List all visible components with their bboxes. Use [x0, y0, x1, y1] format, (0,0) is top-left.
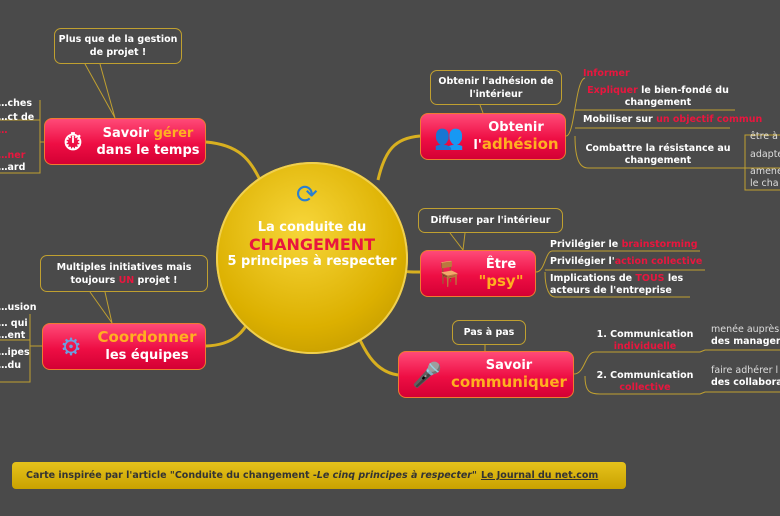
- center-line2: CHANGEMENT: [248, 235, 376, 254]
- psy-b: "psy": [478, 272, 524, 290]
- comm-b: communiquer: [451, 373, 567, 391]
- l3b: TOUS: [635, 273, 665, 284]
- leaf-coord-2: … qui: [0, 318, 28, 329]
- footer-italic: Le cinq principes à respecter: [316, 470, 472, 481]
- comm1-s: menée auprès: [711, 324, 780, 335]
- node-etre-psy[interactable]: 🪑 Être"psy": [420, 250, 536, 297]
- comm-a: Savoir: [485, 358, 533, 373]
- callout-gerer: Plus que de la gestion de projet !: [54, 28, 182, 64]
- leaf-combattre: Combattre la résistance au changement: [585, 143, 731, 166]
- adhesion-c: adhésion: [481, 135, 559, 153]
- callout-psy: Diffuser par l'intérieur: [418, 208, 563, 233]
- leaf-expliquer-red: Expliquer: [587, 85, 638, 96]
- central-topic[interactable]: La conduite du CHANGEMENT 5 principes à …: [216, 162, 408, 354]
- leaf-gerer-4: …ner: [0, 150, 26, 161]
- refresh-icon: ⟳: [296, 180, 318, 210]
- footer-link[interactable]: Le Journal du net.com: [480, 470, 599, 481]
- coord-call-b: UN: [118, 274, 135, 286]
- footer-text: Carte inspirée par l'article "Conduite d…: [26, 470, 317, 481]
- couch-icon: 🪑: [434, 259, 464, 288]
- leaf-coord-4: …ipes: [0, 347, 30, 358]
- leaf-mobiliser-red: un objectif commun: [656, 114, 763, 125]
- l3a: Implications de: [550, 273, 636, 284]
- leaf-sub-1: être à: [750, 131, 778, 142]
- callout-adhesion: Obtenir l'adhésion de l'intérieur: [430, 70, 562, 105]
- psy-a: Être: [485, 257, 517, 272]
- footer-quote: ": [472, 470, 477, 481]
- coord-b: les équipes: [105, 348, 189, 363]
- l2b: action collective: [614, 256, 703, 267]
- leaf-coord-3: …ent: [0, 330, 26, 341]
- people-icon: 👥: [434, 122, 464, 151]
- comm1: 1. Communication: [596, 329, 694, 340]
- speaker-icon: 🎤: [412, 360, 442, 389]
- comm1-red: individuelle: [613, 341, 677, 352]
- comm2: 2. Communication: [596, 370, 694, 381]
- center-line3: 5 principes à respecter: [227, 254, 397, 269]
- leaf-gerer-5: …ard: [0, 162, 26, 173]
- gerer-a: Savoir: [102, 125, 154, 141]
- leaf-coord-1: …usion: [0, 302, 37, 313]
- leaf-gerer-2: …ct de: [0, 112, 35, 123]
- coord-call-a: Multiples initiatives mais toujours: [56, 261, 192, 286]
- coord-call-c: projet !: [134, 274, 178, 286]
- leaf-gerer-3: …: [0, 125, 8, 137]
- leaf-expliquer-text: le bien-fondé du changement: [624, 85, 729, 108]
- comm1-t: des managers: [711, 336, 780, 347]
- callout-coordonner: Multiples initiatives mais toujours UN p…: [40, 255, 208, 292]
- node-obtenir-adhesion[interactable]: 👥 Obtenir l'adhésion: [420, 113, 566, 160]
- callout-communiquer: Pas à pas: [452, 320, 526, 345]
- leaf-expliquer: Expliquer le bien-fondé du changement: [583, 85, 733, 109]
- adhesion-b: l': [473, 138, 482, 153]
- leaf-coord-5: …du: [0, 360, 22, 371]
- node-coordonner[interactable]: ⚙ Coordonner les équipes: [42, 323, 206, 370]
- leaf-informer: Informer: [583, 68, 630, 79]
- comm2-s: faire adhérer l: [711, 365, 779, 376]
- gears-icon: ⚙: [60, 332, 82, 361]
- leaf-mobiliser: Mobiliser sur un objectif commun: [583, 114, 762, 126]
- coord-a: Coordonner: [97, 328, 197, 346]
- leaf-mobiliser-text: Mobiliser sur: [583, 114, 657, 125]
- center-line1: La conduite du: [257, 220, 367, 235]
- footer-credit: Carte inspirée par l'article "Conduite d…: [12, 462, 626, 489]
- leaf-sub-3: amene le cha: [750, 166, 780, 189]
- leaf-action-collective: Privilégier l'action collective: [550, 256, 702, 268]
- comm2-t: des collabora: [711, 377, 780, 388]
- stopwatch-icon: ⏱: [63, 127, 83, 156]
- gerer-c: dans le temps: [96, 142, 200, 158]
- l3c: les acteurs de l'entreprise: [550, 273, 684, 296]
- gerer-b: gérer: [153, 125, 194, 141]
- leaf-sub-2: adapte: [750, 149, 780, 160]
- comm2-red: collective: [619, 382, 671, 393]
- l1b: brainstorming: [621, 239, 698, 250]
- adhesion-a: Obtenir: [488, 120, 544, 135]
- l2a: Privilégier l': [550, 256, 615, 267]
- leaf-brainstorming: Privilégier le brainstorming: [550, 239, 698, 251]
- leaf-gerer-1: …ches: [0, 98, 32, 109]
- l1a: Privilégier le: [550, 239, 622, 250]
- leaf-implications: Implications de TOUS les acteurs de l'en…: [550, 273, 690, 297]
